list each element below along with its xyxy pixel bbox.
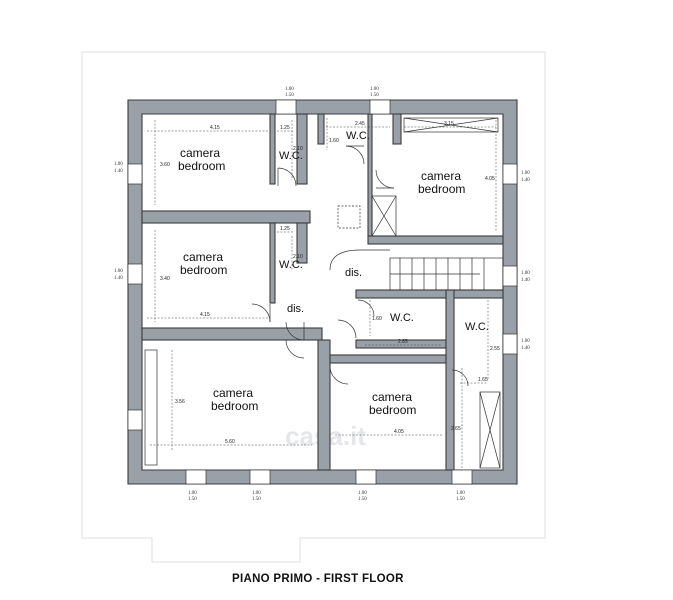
window-label-6a: 1.00 [521,271,530,276]
dim-wc1-width: 1.25 [280,125,290,131]
bedroom-4-label-en: bedroom [418,182,465,196]
wc-5-label: W.C. [465,321,489,333]
bedroom-3-label-it: camera [213,386,253,400]
window-label-4a: 1.00 [114,269,123,274]
window-label-9a: 1.00 [252,491,261,496]
window-label-3a: 1.00 [114,162,123,167]
dim-wc5-small: 1.65 [478,377,488,383]
dimension-lines [147,118,497,470]
dim-wc1-height: 2.10 [293,146,303,152]
dim-b1-width: 4.15 [210,125,220,131]
dim-wc5-height: 2.55 [490,346,500,352]
window-label-1b: 1.50 [285,93,294,98]
window-label-6b: 1.40 [521,278,530,283]
window-label-8b: 1.50 [188,497,197,502]
plan-title: PIANO PRIMO - FIRST FLOOR [232,573,404,585]
dimension-labels: 4.15 3.60 1.25 2.10 4.15 3.40 1.25 2.10 … [160,121,500,445]
bedroom-1-label-en: bedroom [178,159,225,173]
dim-b2-height: 3.40 [160,276,170,282]
windows [127,99,518,485]
wc-4-label: W.C. [390,312,414,324]
bedroom-1-label-it: camera [180,146,220,160]
window-label-7a: 1.00 [521,339,530,344]
window-label-5b: 1.40 [521,178,530,183]
bedroom-5-label-en: bedroom [369,403,416,417]
window-label-9b: 1.50 [252,497,261,502]
bedroom-3-label-en: bedroom [211,399,258,413]
window-label-3b: 1.40 [114,169,123,174]
window-label-4b: 1.40 [114,276,123,281]
dim-b4-width: 3.15 [444,121,454,127]
dim-b3-width: 5.60 [225,439,235,445]
bedroom-2-label-it: camera [183,250,223,264]
dim-b1-height: 3.60 [160,162,170,168]
wc-3-label: W.C. [346,130,370,142]
bedroom-2-label-en: bedroom [180,263,227,277]
window-label-11b: 1.50 [456,497,465,502]
room-labels: camera bedroom camera bedroom camera bed… [178,130,489,417]
window-label-2a: 1.00 [370,87,379,92]
bedroom-4-label-it: camera [421,169,461,183]
dim-wc3-width: 2.45 [355,121,365,127]
disimpegno-label-2: dis. [287,303,304,315]
window-label-2b: 1.50 [370,93,379,98]
dim-b5-width: 4.05 [394,429,404,435]
fixtures [144,117,504,469]
window-labels: 1.00 1.50 1.00 1.50 1.00 1.40 1.00 1.40 … [114,87,530,502]
window-label-10a: 1.00 [358,491,367,496]
window-label-10b: 1.50 [358,497,367,502]
dim-wc3-height: 1.60 [329,138,339,144]
window-label-1a: 1.00 [285,87,294,92]
wc-2-label: W.C. [279,259,303,271]
site-outline [81,51,546,563]
dim-b5-height: 2.65 [451,426,461,432]
bedroom-5-label-it: camera [372,390,412,404]
wc-1-label: W.C. [279,150,303,162]
window-label-8a: 1.00 [188,491,197,496]
window-label-7b: 1.40 [521,346,530,351]
disimpegno-label-1: dis. [345,267,362,279]
window-label-5a: 1.00 [521,171,530,176]
dim-b3-height: 3.56 [175,399,185,405]
dim-b4-height: 4.05 [485,176,495,182]
window-label-11a: 1.00 [456,491,465,496]
dim-wc2-height: 2.10 [293,254,303,260]
dim-wc4-width: 2.85 [398,339,408,345]
dim-wc2-width: 1.25 [280,226,290,232]
dim-wc4-height: 1.60 [372,316,382,322]
dim-b2-width: 4.15 [200,312,210,318]
walls [127,99,518,485]
